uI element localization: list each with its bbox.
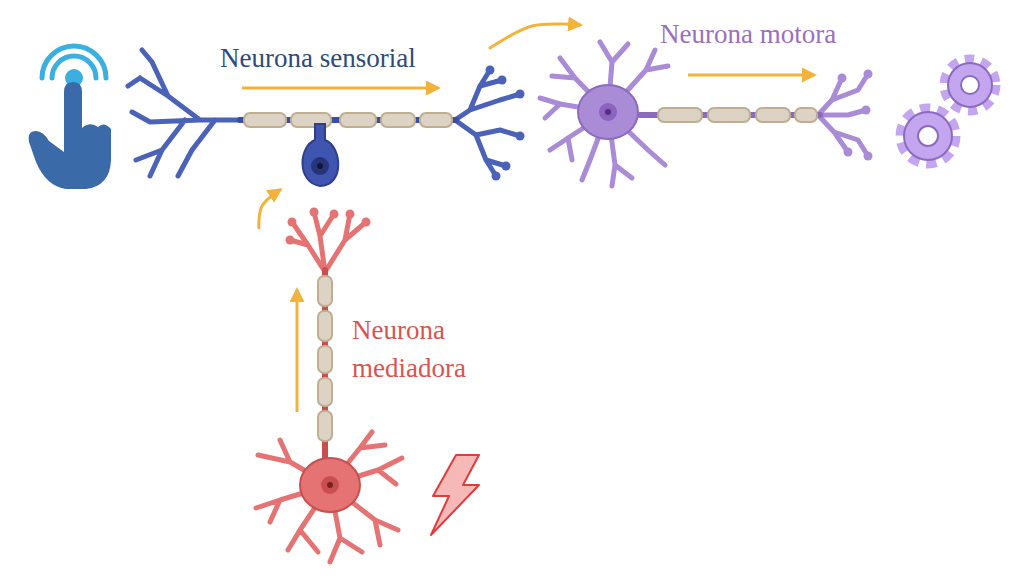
terminal-dots	[838, 70, 873, 161]
terminal-dot	[346, 210, 355, 219]
lightning-icon	[431, 455, 479, 535]
signal-arrow	[688, 74, 814, 77]
terminal-dot	[516, 132, 525, 141]
signal-arrow	[296, 290, 299, 412]
motor-neuron	[540, 42, 868, 186]
myelin-segment	[381, 113, 415, 127]
motor-soma	[578, 85, 638, 139]
axon-terminal	[455, 70, 520, 176]
neuron-label: Neurona motora	[660, 16, 836, 54]
sensory-soma	[302, 124, 338, 186]
terminal-dot	[502, 162, 511, 171]
myelin-segment	[244, 113, 286, 127]
gear-teeth	[901, 109, 955, 163]
gear-hole	[961, 76, 979, 94]
myelin-segment	[658, 108, 702, 122]
signal-connector	[259, 190, 280, 228]
nucleolus	[327, 482, 333, 488]
terminal-dot	[330, 210, 339, 219]
myelin-segment	[318, 276, 332, 306]
touch-icon	[29, 46, 111, 189]
myelin-sheath	[244, 113, 452, 127]
terminal-dot	[516, 90, 525, 99]
terminal-dots	[486, 66, 525, 181]
myelin-segment	[318, 411, 332, 441]
gear-icon	[901, 60, 995, 163]
terminal-dots	[286, 208, 371, 245]
neuron-label: Neurona sensorial	[220, 40, 416, 78]
myelin-segment	[795, 108, 817, 122]
myelin-segment	[318, 378, 332, 406]
neuron-label: Neurona mediadora	[352, 312, 502, 388]
terminal-dot	[286, 236, 295, 245]
terminal-dot	[864, 70, 873, 79]
myelin-segment	[318, 346, 332, 373]
nucleus	[311, 157, 329, 175]
myelin-segment	[420, 113, 452, 127]
motor-neuron-node: Neurona motora	[580, 12, 900, 192]
terminal-dot	[486, 66, 495, 75]
dendrite	[256, 432, 402, 562]
signal-arrow	[242, 87, 438, 90]
mediator-neuron	[256, 212, 402, 562]
mediator-soma	[300, 458, 360, 512]
axon-terminal	[290, 212, 366, 272]
axon-terminal	[818, 74, 868, 156]
nucleus	[599, 103, 617, 121]
nucleolus	[605, 109, 611, 115]
terminal-dot	[864, 152, 873, 161]
terminal-dot	[838, 74, 847, 83]
gear-body	[904, 112, 952, 160]
terminal-dot	[310, 208, 319, 217]
myelin-sheath	[318, 276, 332, 441]
terminal-dot	[492, 172, 501, 181]
myelin-segment	[340, 113, 376, 127]
terminal-dot	[498, 76, 507, 85]
gear-body	[948, 63, 992, 107]
mediator-neuron-node: Neurona mediadora	[245, 228, 510, 560]
gear-teeth	[945, 60, 995, 110]
myelin-segment	[318, 311, 332, 341]
terminal-dot	[844, 148, 853, 157]
terminal-dot	[362, 218, 371, 227]
gear-hole	[918, 126, 938, 146]
signal-connector	[490, 24, 580, 48]
myelin-sheath	[658, 108, 817, 122]
sensory-neuron-node: Neurona sensorial	[130, 40, 490, 190]
terminal-dot	[288, 218, 297, 227]
terminal-dot	[862, 106, 871, 115]
myelin-segment	[756, 108, 790, 122]
hand-icon	[29, 82, 111, 189]
myelin-segment	[708, 108, 750, 122]
nucleus	[321, 476, 339, 494]
nucleolus	[317, 163, 323, 169]
